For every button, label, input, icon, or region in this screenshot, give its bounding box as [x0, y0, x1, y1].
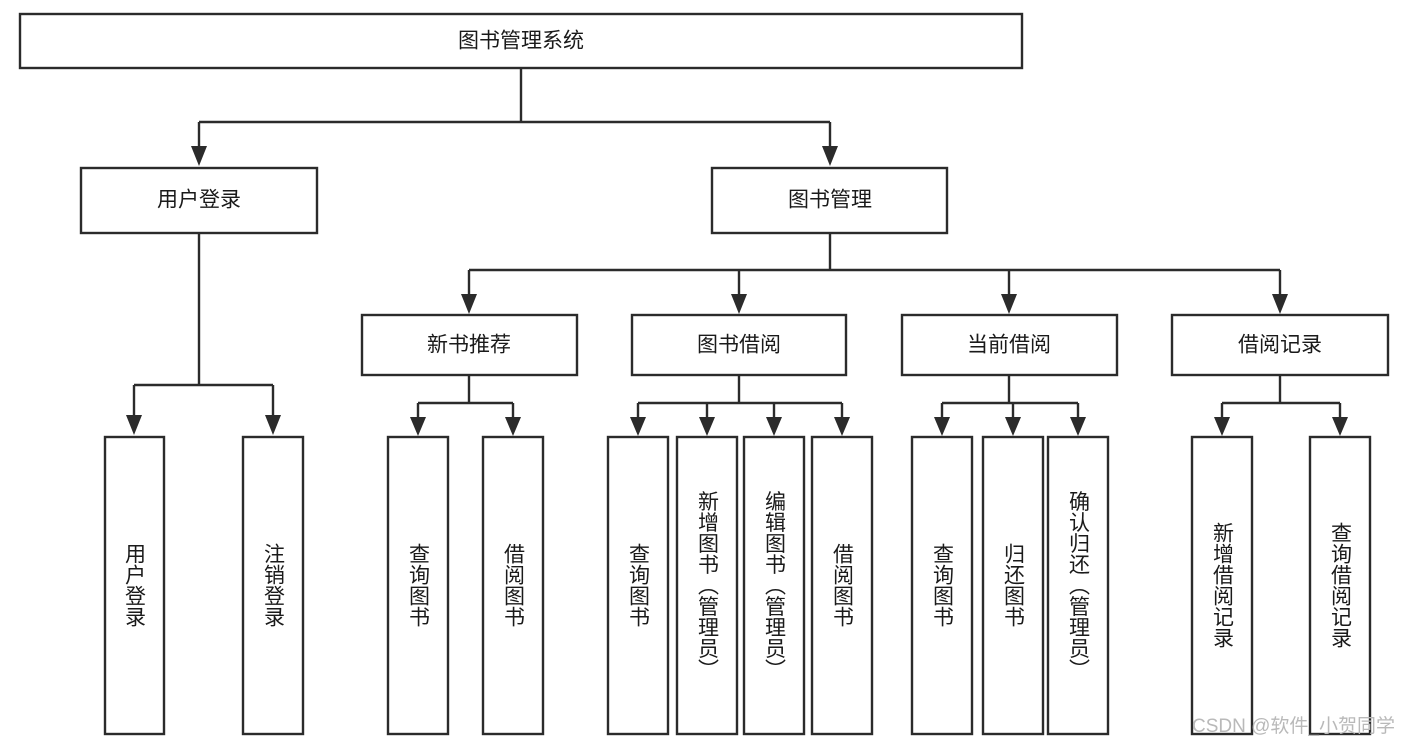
- arrow-icon-bw-add: [699, 417, 715, 436]
- leaf-node-user-login-label: 用户登录: [123, 543, 147, 627]
- node-root[interactable]: 图书管理系统: [18, 12, 1024, 70]
- leaf-node-bw-borrow-book-box[interactable]: [810, 435, 874, 736]
- leaf-node-bw-add-book[interactable]: 新增图书（管理员）: [675, 435, 739, 736]
- leaf-node-cb-confirm-return-box[interactable]: [1046, 435, 1110, 736]
- leaf-node-rc-add-record-label: 新增借阅记录: [1211, 522, 1235, 648]
- connector-group-current-to-leaves: [934, 375, 1086, 436]
- leaf-node-nb-query-book[interactable]: 查询图书: [386, 435, 450, 736]
- leaf-node-user-login[interactable]: 用户登录: [103, 435, 166, 736]
- leaf-node-cb-return-book-box[interactable]: [981, 435, 1045, 736]
- connector-group-records-to-leaves: [1214, 375, 1348, 436]
- node-new-book-recommend-box[interactable]: [360, 313, 579, 377]
- leaf-node-logout-label: 注销登录: [262, 543, 286, 627]
- leaf-node-bw-add-book-label: 新增图书（管理员）: [696, 491, 720, 680]
- node-book-borrow[interactable]: 图书借阅: [630, 313, 848, 377]
- leaf-node-rc-query-record-box[interactable]: [1308, 435, 1372, 736]
- leaf-node-user-login-box[interactable]: [103, 435, 166, 736]
- leaf-node-rc-query-record-label: 查询借阅记录: [1329, 522, 1353, 648]
- node-user-login[interactable]: 用户登录: [79, 166, 319, 235]
- arrow-icon-to-records: [1272, 294, 1288, 314]
- leaf-node-bw-query-book[interactable]: 查询图书: [606, 435, 670, 736]
- arrow-icon-leaf-user-login: [126, 415, 142, 435]
- leaf-node-bw-edit-book-box[interactable]: [742, 435, 806, 736]
- arrow-icon-bw-query: [630, 417, 646, 436]
- arrow-icon-bw-edit: [766, 417, 782, 436]
- node-user-login-box[interactable]: [79, 166, 319, 235]
- leaf-node-cb-query-book-box[interactable]: [910, 435, 974, 736]
- leaf-node-rc-query-record[interactable]: 查询借阅记录: [1308, 435, 1372, 736]
- leaf-node-nb-borrow-book-label: 借阅图书: [502, 543, 526, 627]
- leaf-node-bw-query-book-label: 查询图书: [627, 543, 651, 627]
- node-book-borrow-label: 图书借阅: [697, 334, 781, 357]
- leaf-node-nb-query-book-box[interactable]: [386, 435, 450, 736]
- connector-group-userlogin-to-leaves: [126, 233, 281, 435]
- arrow-icon-rc-query: [1332, 417, 1348, 436]
- leaf-node-bw-add-book-box[interactable]: [675, 435, 739, 736]
- node-book-borrow-box[interactable]: [630, 313, 848, 377]
- node-book-management-box[interactable]: [710, 166, 949, 235]
- leaf-node-logout-box[interactable]: [241, 435, 305, 736]
- csdn-watermark: CSDN @软件_小贺同学: [1192, 715, 1395, 737]
- leaf-node-cb-confirm-return-label: 确认归还（管理员）: [1067, 491, 1091, 680]
- leaf-node-cb-query-book-label: 查询图书: [931, 543, 955, 627]
- leaf-node-cb-return-book-label: 归还图书: [1002, 543, 1026, 627]
- node-root-box[interactable]: [18, 12, 1024, 70]
- node-new-book-recommend-label: 新书推荐: [427, 334, 511, 357]
- node-book-management-label: 图书管理: [788, 189, 872, 212]
- leaf-node-logout[interactable]: 注销登录: [241, 435, 305, 736]
- arrow-icon-bw-borrow: [834, 417, 850, 436]
- arrow-icon-to-current: [1001, 294, 1017, 314]
- leaf-node-rc-add-record-box[interactable]: [1190, 435, 1254, 736]
- leaf-node-cb-confirm-return[interactable]: 确认归还（管理员）: [1046, 435, 1110, 736]
- leaf-node-bw-borrow-book-label: 借阅图书: [831, 543, 855, 627]
- leaf-node-bw-edit-book-label: 编辑图书（管理员）: [763, 491, 787, 680]
- connector-group-borrow-to-leaves: [630, 375, 850, 436]
- node-new-book-recommend[interactable]: 新书推荐: [360, 313, 579, 377]
- connector-group-bookmgmt-to-level3: [461, 233, 1288, 314]
- leaf-node-bw-query-book-box[interactable]: [606, 435, 670, 736]
- arrow-icon-cb-confirm: [1070, 417, 1086, 436]
- leaf-node-cb-query-book[interactable]: 查询图书: [910, 435, 974, 736]
- node-root-label: 图书管理系统: [458, 30, 584, 53]
- leaf-node-nb-borrow-book-box[interactable]: [481, 435, 545, 736]
- node-current-borrow-label: 当前借阅: [967, 334, 1051, 357]
- arrow-icon-leaf-logout: [265, 415, 281, 435]
- arrow-icon-to-user-login: [191, 146, 207, 166]
- node-current-borrow[interactable]: 当前借阅: [900, 313, 1119, 377]
- connector-group-newbook-to-leaves: [410, 375, 521, 436]
- leaf-node-cb-return-book[interactable]: 归还图书: [981, 435, 1045, 736]
- node-borrow-records-label: 借阅记录: [1238, 334, 1322, 357]
- leaf-node-bw-edit-book[interactable]: 编辑图书（管理员）: [742, 435, 806, 736]
- node-borrow-records-box[interactable]: [1170, 313, 1390, 377]
- arrow-icon-to-newbook: [461, 294, 477, 314]
- arrow-icon-to-book-mgmt: [822, 146, 838, 166]
- node-current-borrow-box[interactable]: [900, 313, 1119, 377]
- arrow-icon-nb-query: [410, 417, 426, 436]
- leaf-node-nb-borrow-book[interactable]: 借阅图书: [481, 435, 545, 736]
- leaf-node-rc-add-record[interactable]: 新增借阅记录: [1190, 435, 1254, 736]
- node-book-management[interactable]: 图书管理: [710, 166, 949, 235]
- node-user-login-label: 用户登录: [157, 189, 241, 212]
- arrow-icon-to-borrow: [731, 294, 747, 314]
- connector-group-root-to-level2: [191, 68, 838, 166]
- arrow-icon-nb-borrow: [505, 417, 521, 436]
- leaf-node-bw-borrow-book[interactable]: 借阅图书: [810, 435, 874, 736]
- arrow-icon-cb-return: [1005, 417, 1021, 436]
- arrow-icon-rc-add: [1214, 417, 1230, 436]
- arrow-icon-cb-query: [934, 417, 950, 436]
- node-borrow-records[interactable]: 借阅记录: [1170, 313, 1390, 377]
- leaf-node-nb-query-book-label: 查询图书: [407, 543, 431, 627]
